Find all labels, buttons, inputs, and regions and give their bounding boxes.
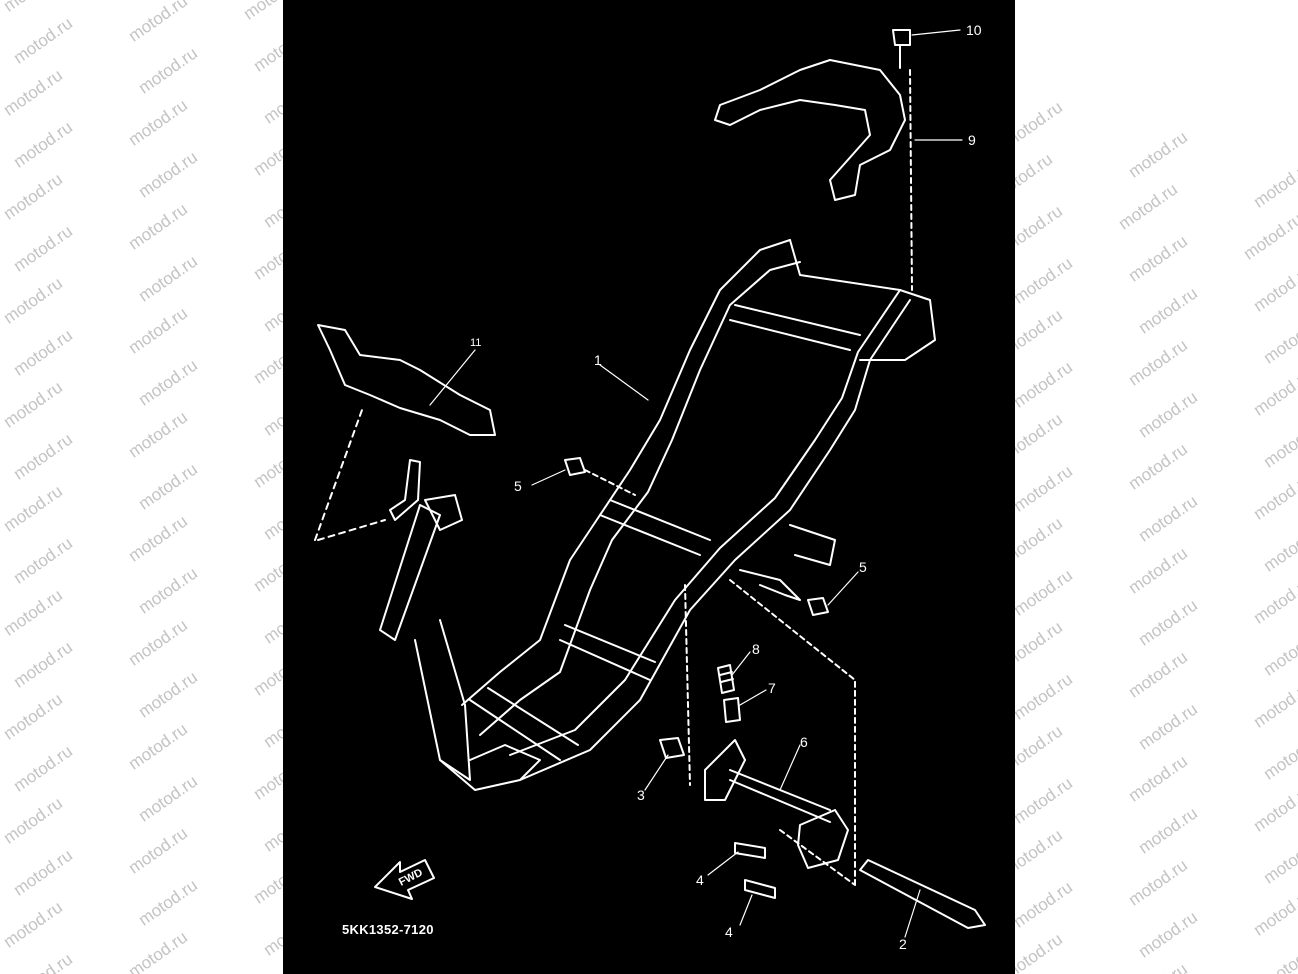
diagram-panel <box>283 0 1015 974</box>
bracket-11-guide-lines <box>314 409 386 541</box>
pivot-arm-part-6 <box>704 739 849 869</box>
fwd-arrow-icon: FWD <box>374 859 435 900</box>
leader-4b <box>739 894 753 926</box>
frame-left-rail <box>461 239 791 706</box>
collar-part-7 <box>723 697 741 723</box>
mount-guide-lines <box>684 579 856 886</box>
callout-11: 11 <box>470 337 482 349</box>
leader-7 <box>739 689 767 706</box>
head-pipe-bracket <box>389 459 421 521</box>
frame-bottom-bracket <box>439 744 541 791</box>
callout-3: 3 <box>637 787 645 803</box>
frame-right-rail <box>519 299 911 781</box>
callout-8: 8 <box>752 641 760 657</box>
callout-2: 2 <box>899 936 907 952</box>
engine-mount-bracket <box>739 524 836 601</box>
frame-right-rail-inner <box>509 289 901 756</box>
bolt-part-2 <box>859 859 986 929</box>
frame-cross-member-rear <box>729 304 861 351</box>
callout-5-right: 5 <box>859 559 867 575</box>
nut-part-5-upper <box>564 457 586 476</box>
nut-5-upper-guide <box>584 469 636 496</box>
bolt-10-guide-line <box>909 69 913 291</box>
leader-4a <box>707 851 739 876</box>
leader-5b <box>827 571 859 606</box>
frame-head-pipe <box>414 494 471 781</box>
front-bracket-part-11 <box>317 324 496 436</box>
nut-part-3 <box>659 737 685 759</box>
frame-rear-loop <box>789 239 936 361</box>
leader-5a <box>531 469 566 486</box>
bolt-part-10 <box>892 29 911 69</box>
bolt-part-4-upper <box>734 842 766 859</box>
callout-7: 7 <box>768 680 776 696</box>
fwd-label: FWD <box>397 867 425 889</box>
leader-1 <box>599 364 649 401</box>
rear-bracket-part-9 <box>714 59 906 201</box>
bolt-part-4-lower <box>744 879 776 899</box>
callout-10: 10 <box>966 22 982 38</box>
nut-part-5-right <box>807 597 829 616</box>
callout-4-lower: 4 <box>725 924 733 940</box>
callout-6: 6 <box>800 734 808 750</box>
part-code: 5KK1352-7120 <box>342 922 434 937</box>
leader-8 <box>731 651 751 676</box>
frame-cross-member-front <box>469 687 579 761</box>
leader-6 <box>779 744 801 791</box>
leader-11 <box>429 349 476 406</box>
leader-3 <box>644 754 669 791</box>
frame-down-tube <box>379 504 441 641</box>
callout-4-upper: 4 <box>696 872 704 888</box>
callout-1: 1 <box>594 352 602 368</box>
leader-10 <box>911 29 961 36</box>
spring-part-8 <box>717 664 735 694</box>
frame-cross-member-mid <box>559 624 656 681</box>
callout-9: 9 <box>968 132 976 148</box>
leader-2 <box>904 889 921 938</box>
frame-left-rail-inner <box>479 261 801 736</box>
callout-5-upper: 5 <box>514 478 522 494</box>
frame-cross-member-center <box>599 499 711 556</box>
